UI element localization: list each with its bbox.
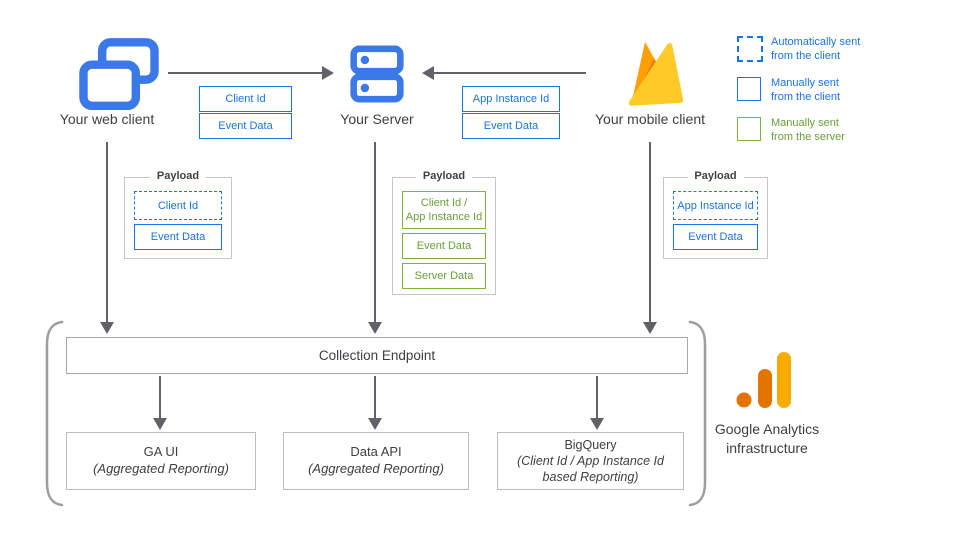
output-title: Data API — [350, 444, 402, 460]
payload-mobile: Payload App Instance Id Event Data — [663, 170, 768, 259]
legend-line: from the client — [771, 91, 841, 103]
web-client-label: Your web client — [59, 111, 155, 127]
tag-event-data-mobile: Event Data — [462, 113, 560, 139]
payload-server: Payload Client Id / App Instance Id Even… — [392, 170, 496, 295]
payload-web: Payload Client Id Event Data — [124, 170, 232, 259]
ga-label-line2: infrastructure — [726, 439, 808, 456]
arrowhead-endpoint-to-gaui — [153, 418, 167, 430]
payload-item-event-data: Event Data — [673, 224, 758, 250]
payload-item-line: App Instance Id — [405, 211, 483, 223]
payload-item-event-data: Event Data — [402, 233, 486, 259]
arrowhead-mobile-to-endpoint — [643, 322, 657, 334]
output-title: GA UI — [143, 444, 179, 460]
google-analytics-label: Google Analytics infrastructure — [692, 420, 842, 458]
payload-item-app-instance-id: App Instance Id — [673, 191, 758, 220]
arrow-web-to-server — [168, 72, 322, 74]
tag-app-instance-id: App Instance Id — [462, 86, 560, 112]
legend-line: Automatically sent — [771, 36, 861, 48]
legend-swatch-auto-client — [737, 36, 763, 62]
output-box-ga-ui: GA UI (Aggregated Reporting) — [66, 432, 256, 490]
payload-server-title: Payload — [415, 170, 473, 182]
output-box-data-api: Data API (Aggregated Reporting) — [283, 432, 469, 490]
legend-label-manual-server: Manually sent from the server — [771, 116, 845, 144]
legend-line: from the server — [771, 131, 845, 143]
payload-item-client-or-app-id: Client Id / App Instance Id — [402, 191, 486, 229]
firebase-icon — [628, 41, 684, 106]
arrowhead-mobile-to-server — [422, 66, 434, 80]
arrow-server-to-endpoint — [374, 142, 376, 322]
arrowhead-web-to-endpoint — [100, 322, 114, 334]
payload-item-client-id: Client Id — [134, 191, 222, 220]
output-subtitle: (Client Id / App Instance Id based Repor… — [517, 453, 664, 485]
payload-mobile-items: App Instance Id Event Data — [673, 191, 758, 250]
server-icon — [350, 45, 404, 103]
output-subtitle: (Aggregated Reporting) — [308, 461, 444, 476]
legend-swatch-manual-server — [737, 117, 761, 141]
arrow-mobile-to-server — [434, 72, 586, 74]
payload-item-event-data: Event Data — [134, 224, 222, 250]
arrowhead-server-to-endpoint — [368, 322, 382, 334]
arrow-mobile-to-endpoint — [649, 142, 651, 322]
ga-label-line1: Google Analytics — [714, 421, 820, 437]
arrow-endpoint-to-gaui — [159, 376, 161, 418]
legend-line: Manually sent — [771, 77, 839, 89]
server-label: Your Server — [340, 111, 414, 127]
arrow-endpoint-to-bigquery — [596, 376, 598, 418]
legend-line: from the client — [771, 50, 841, 62]
payload-item-server-data: Server Data — [402, 263, 486, 289]
legend-label-manual-client: Manually sent from the client — [771, 76, 840, 104]
mobile-client-label: Your mobile client — [595, 111, 705, 127]
output-box-bigquery: BigQuery (Client Id / App Instance Id ba… — [497, 432, 684, 490]
web-client-icon — [79, 38, 159, 111]
payload-item-line: Client Id / — [420, 197, 468, 209]
payload-web-title: Payload — [149, 170, 207, 182]
arrowhead-endpoint-to-dataapi — [368, 418, 382, 430]
tag-client-id: Client Id — [199, 86, 292, 112]
output-title: BigQuery — [564, 437, 617, 452]
arrow-endpoint-to-dataapi — [374, 376, 376, 418]
payload-server-items: Client Id / App Instance Id Event Data S… — [402, 191, 486, 289]
google-analytics-icon — [736, 352, 791, 408]
arrowhead-endpoint-to-bigquery — [590, 418, 604, 430]
payload-mobile-title: Payload — [687, 170, 744, 182]
arrow-web-to-endpoint — [106, 142, 108, 322]
legend-line: Manually sent — [771, 117, 839, 129]
collection-endpoint-box: Collection Endpoint — [66, 337, 688, 374]
output-subtitle: (Aggregated Reporting) — [93, 461, 229, 476]
tag-event-data: Event Data — [199, 113, 292, 139]
legend-swatch-manual-client — [737, 77, 761, 101]
legend-label-auto-client: Automatically sent from the client — [771, 35, 860, 63]
payload-web-items: Client Id Event Data — [134, 191, 222, 250]
arrowhead-web-to-server — [322, 66, 334, 80]
